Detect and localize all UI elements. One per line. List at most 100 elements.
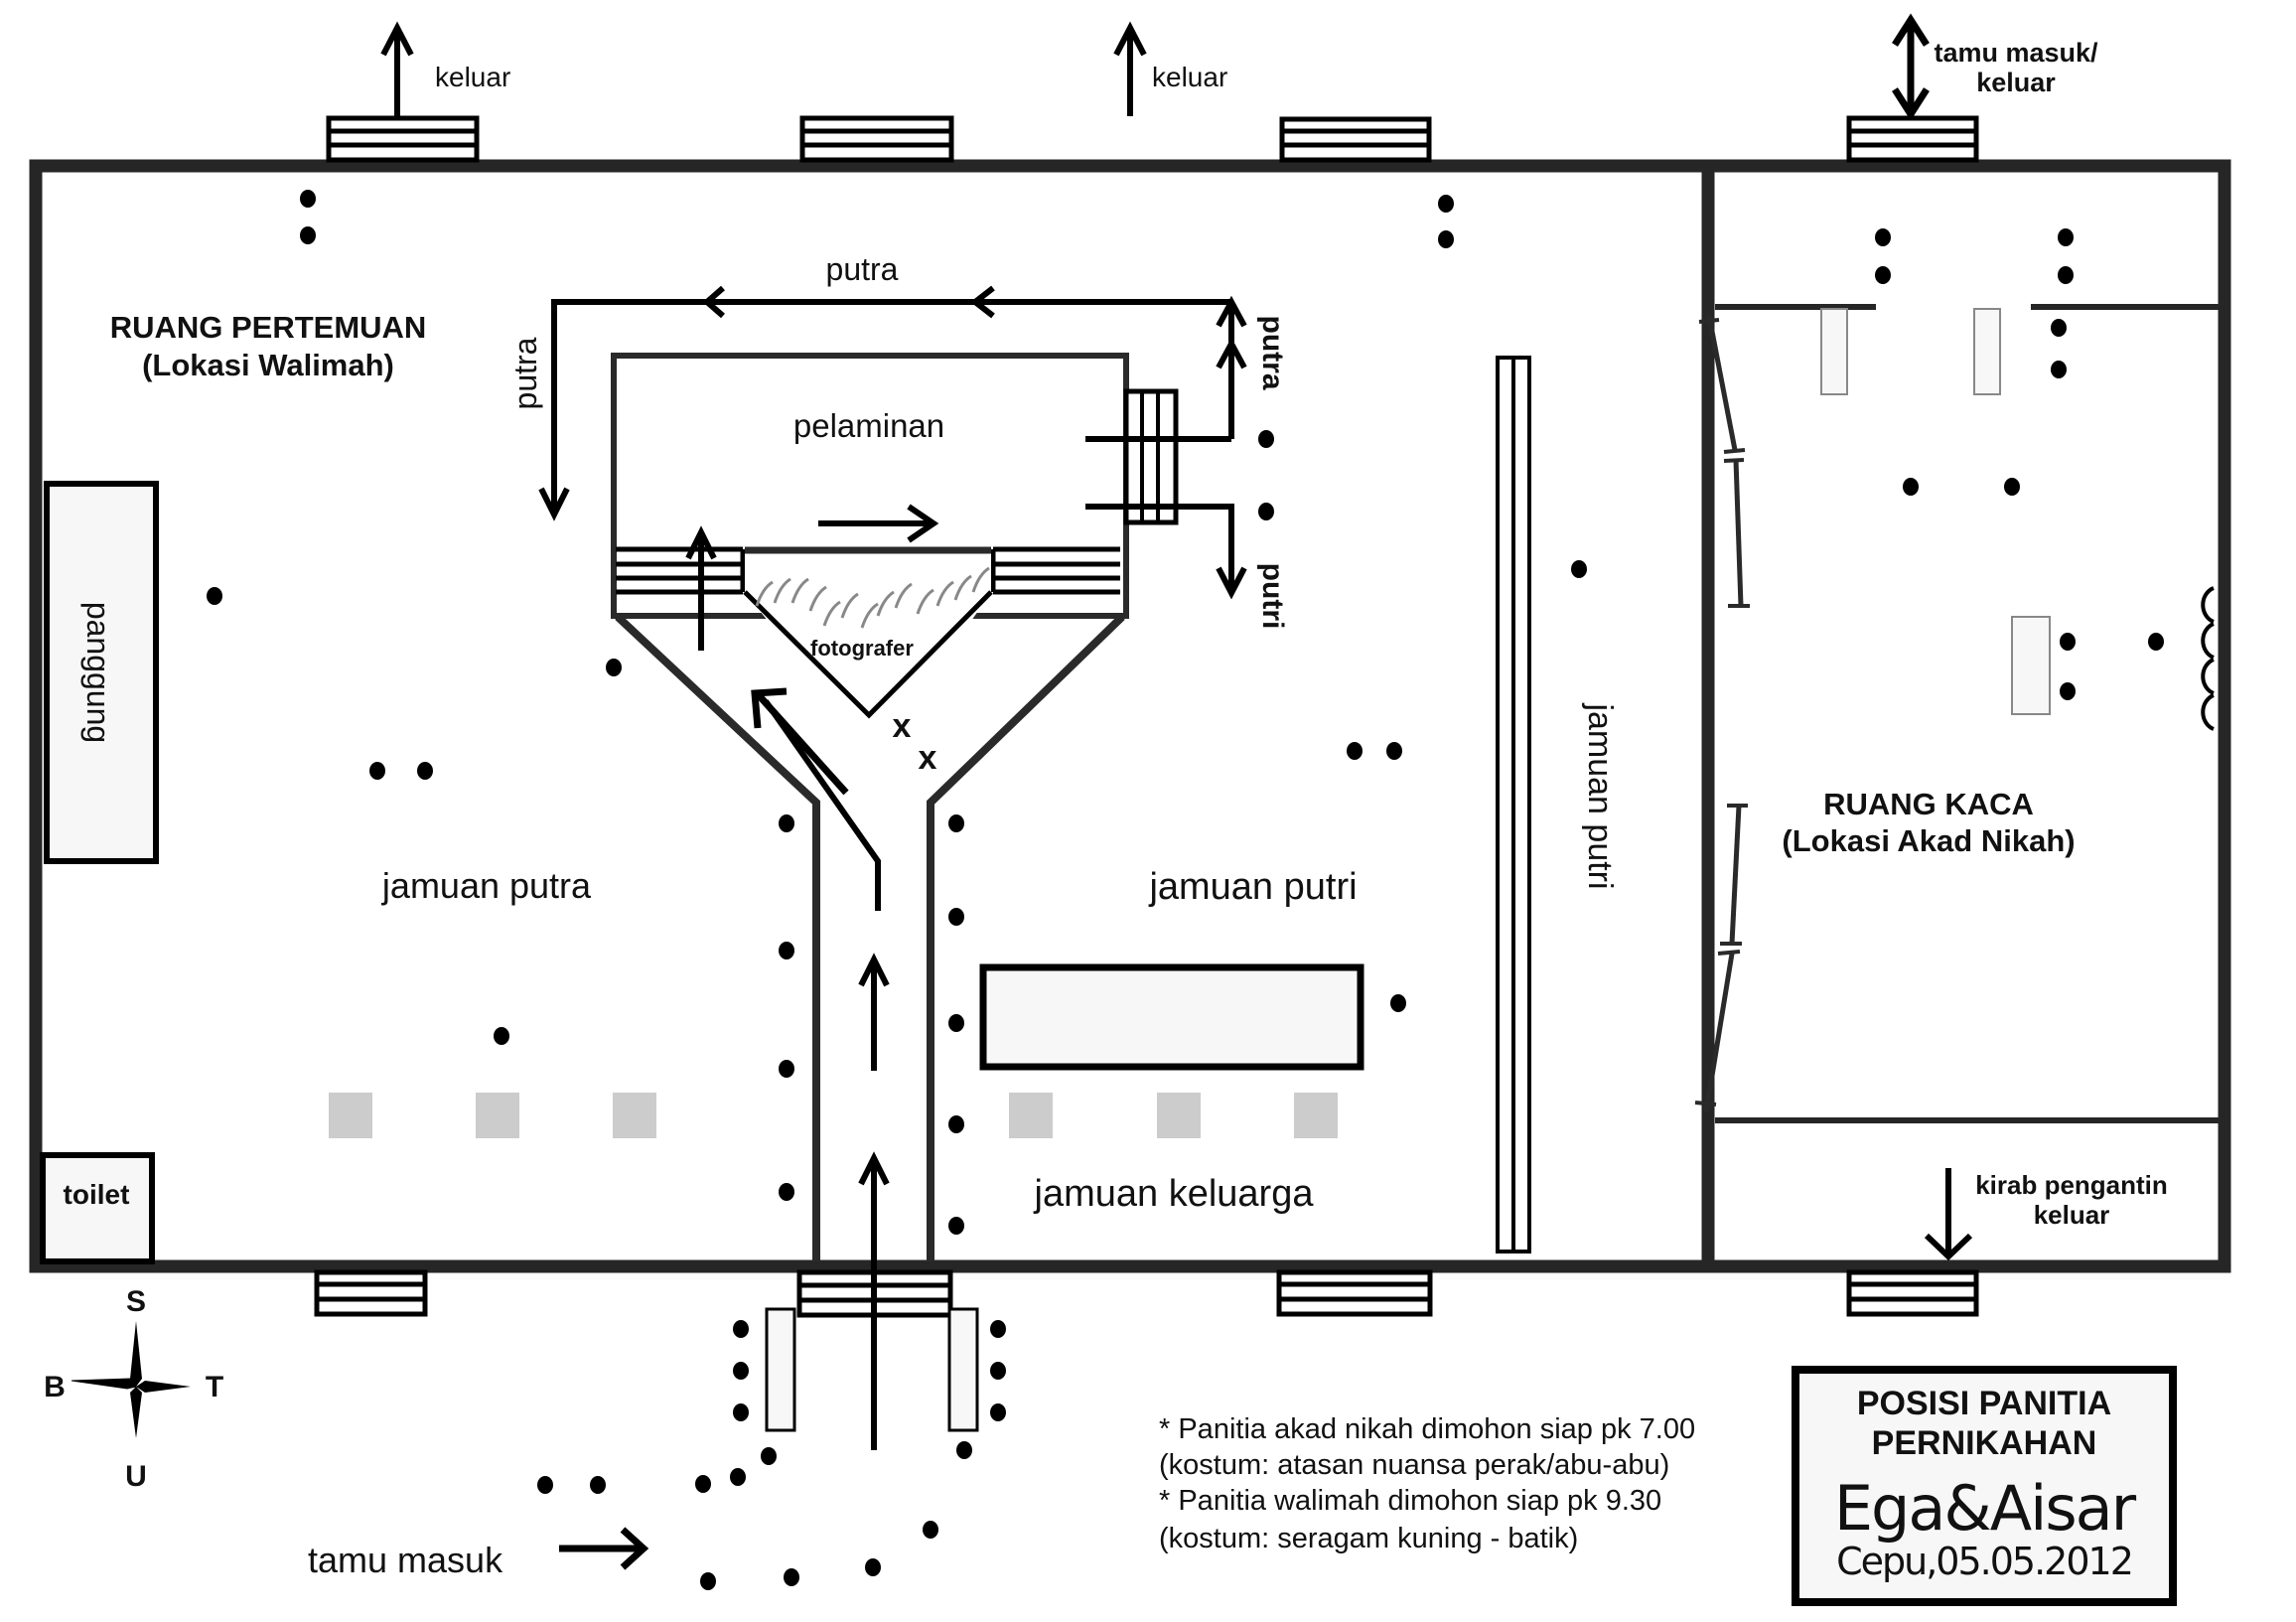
committee-position-dot [606,659,622,676]
committee-position-dot [761,1447,777,1465]
putri-label-right: putri [1256,563,1289,630]
compass-south-label: U [125,1460,147,1493]
family-banquet-label: jamuan keluarga [1034,1173,1315,1215]
toilet [40,1152,155,1264]
committee-position-dot [948,814,964,832]
committee-position-dot [1258,430,1274,448]
committee-position-dot [948,908,964,926]
committee-position-dot [537,1476,553,1494]
committee-position-dot [948,1217,964,1235]
committee-position-dot [207,587,222,605]
glass-doors[interactable] [1694,315,1750,1113]
note-line: (kostum: atasan nuansa perak/abu-abu) [1159,1449,1669,1481]
meeting-room-subtitle: (Lokasi Walimah) [142,348,394,382]
committee-position-dot [1875,228,1891,246]
notes: * Panitia akad nikah dimohon siap pk 7.0… [1159,1413,1695,1554]
door-steps-bottom-1[interactable] [314,1269,428,1317]
akad-tables [1820,308,2051,715]
male-banquet-label: jamuan putra [381,865,592,906]
committee-position-dot [300,190,316,208]
committee-position-dot [990,1403,1006,1421]
exit-arrow-middle [1113,21,1147,116]
committee-position-dot [948,1014,964,1032]
door-steps-top-3[interactable] [1279,116,1432,163]
committee-position-dot [990,1362,1006,1380]
committee-position-dot [948,1115,964,1133]
title-box: POSISI PANITIA PERNIKAHAN Ega&Aisar Cepu… [1792,1366,2177,1606]
committee-position-dot [779,1060,794,1078]
door-steps-top-2[interactable] [799,115,954,163]
door-steps-top-4[interactable] [1846,115,1979,163]
exit-label-middle: keluar [1152,62,1227,92]
flower-decoration [755,566,990,629]
putri-route [1085,504,1247,600]
aisle-up-arrow-2 [858,1151,890,1450]
glass-room-subtitle: (Lokasi Akad Nikah) [1782,823,2075,858]
compass-icon [71,1321,191,1438]
committee-position-dot [1438,230,1454,248]
bridal-exit-label-1: kirab pengantin [1975,1170,2168,1200]
stage-label: panggung [80,602,116,743]
guest-in-out-label-2: keluar [1976,68,2056,97]
guest-in-out-arrow [1892,13,1930,121]
dais-up-arrow [685,525,717,651]
compass-north-label: S [126,1285,146,1318]
chair [476,1093,519,1138]
putra-label-right: putra [1256,316,1289,390]
couple-names: Ega&Aisar [1834,1472,2137,1545]
putra-label-top: putra [826,251,899,287]
note-line: (kostum: seragam kuning - batik) [1159,1523,1578,1554]
guest-entrance-arrow [559,1527,649,1570]
committee-position-dot [1386,742,1402,760]
building-walls [29,159,2231,1273]
chair [1294,1093,1338,1138]
marker-x-1: x [893,707,912,745]
title-line-1: POSISI PANITIA [1857,1385,2111,1422]
door-steps-top-1[interactable] [326,115,480,163]
chairs [329,1093,1338,1138]
door-steps-bottom-3[interactable] [1276,1269,1433,1317]
committee-position-dot [2058,266,2074,284]
committee-position-dot [779,1183,794,1201]
place-date: Cepu,05.05.2012 [1836,1540,2132,1583]
committee-position-dot [1903,478,1919,496]
note-line: * Panitia walimah dimohon siap pk 9.30 [1159,1485,1661,1517]
chair [613,1093,656,1138]
chair [1009,1093,1053,1138]
door-steps-bottom-4[interactable] [1846,1269,1979,1317]
committee-position-dot [300,226,316,244]
committee-position-dot [923,1521,938,1539]
committee-position-dot [784,1568,799,1586]
curtain [2201,586,2215,731]
committee-position-dot [733,1362,749,1380]
guest-in-out-label-1: tamu masuk/ [1934,38,2098,68]
guest-entrance-label: tamu masuk [308,1540,503,1580]
dais-label: pelaminan [793,407,944,444]
putra-label-left: putra [507,337,543,409]
committee-position-dot [417,762,433,780]
aisle-walls [615,614,1125,1261]
title-line-2: PERNIKAHAN [1872,1424,2097,1462]
marker-x-2: x [919,739,937,777]
bridal-exit-label-2: keluar [2034,1200,2110,1230]
committee-position-dot [730,1468,746,1486]
committee-position-dot [865,1558,881,1576]
meeting-room-title: RUANG PERTEMUAN [110,310,427,345]
committee-position-dot [1571,560,1587,578]
aisle-up-arrow-1 [858,953,890,1071]
committee-position-dot [590,1476,606,1494]
committee-position-dot [695,1475,711,1493]
chair [1157,1093,1201,1138]
putra-route [538,285,1247,521]
entrance-tables [765,1307,979,1432]
committee-position-dot [2148,633,2164,651]
aisle-center-divider [763,699,881,911]
committee-position-dot [1438,195,1454,213]
family-table [979,963,1364,1071]
committee-position-dot [2004,478,2020,496]
committee-position-dot [733,1320,749,1338]
bridal-exit-arrow [1924,1168,1973,1261]
toilet-label: toilet [64,1179,130,1210]
committee-position-dot [2058,228,2074,246]
